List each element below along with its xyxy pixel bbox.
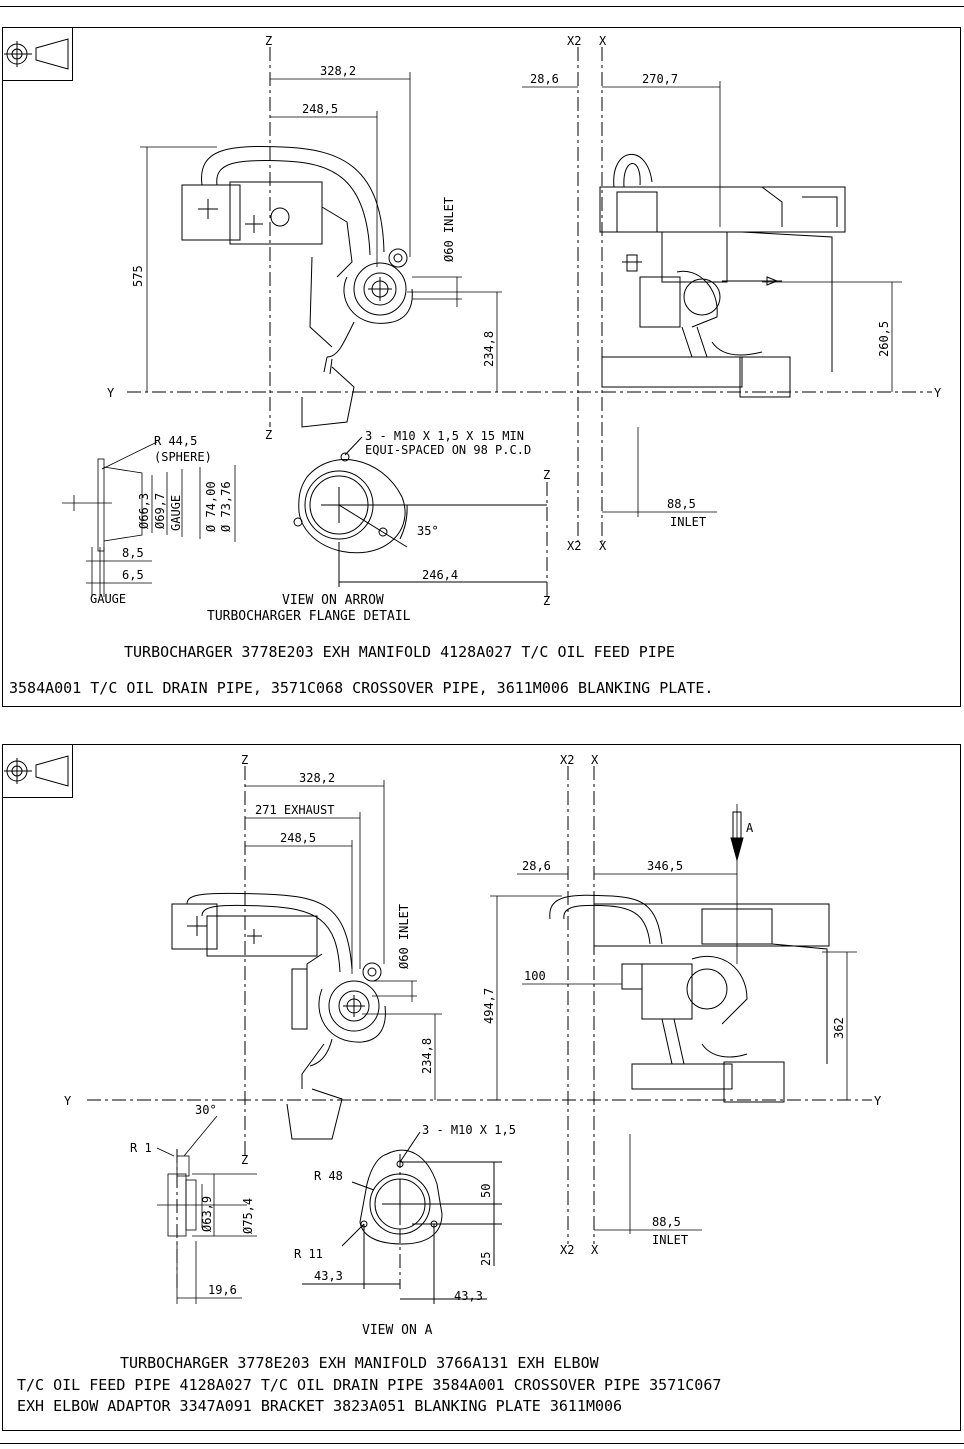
axis-x-bottom: X	[599, 539, 607, 553]
dim-69-7: Ø69,7	[153, 493, 167, 529]
drawing-1-svg: Z Z X2 X X2 X Y Y Z Z 328,2 248,5 28,6 2…	[2, 27, 961, 707]
dim-8-5: 8,5	[122, 546, 144, 560]
caption-line-2: 3584A001 T/C OIL DRAIN PIPE, 3571C068 CR…	[9, 679, 713, 697]
projection-symbol-icon-2	[2, 744, 73, 798]
caption-line-1: TURBOCHARGER 3778E203 EXH MANIFOLD 4128A…	[124, 643, 675, 661]
dim-43-3-left: 43,3	[314, 1269, 343, 1283]
elbow-flange-section	[156, 1115, 257, 1304]
dim-362: 362	[832, 1017, 846, 1039]
dim-63-9: Ø63,9	[200, 1196, 214, 1232]
axis-y-left: Y	[107, 386, 115, 400]
label-gauge: GAUGE	[90, 592, 126, 606]
axis-z-top: Z	[265, 34, 272, 48]
label-r-1: R 1	[130, 1141, 152, 1155]
dim-88-5: 88,5	[667, 497, 696, 511]
axis-x2-bottom-2: X2	[560, 1243, 574, 1257]
label-arrow-a: A	[746, 821, 754, 835]
drawing-2-svg: Z Z X2 X X2 X Y Y A 328,2 271 EXHAUST 24…	[2, 744, 961, 1431]
dim-328-2-b: 328,2	[299, 771, 335, 785]
axis-y-right-2: Y	[874, 1094, 882, 1108]
label-flange-detail: TURBOCHARGER FLANGE DETAIL	[207, 609, 411, 624]
axis-z-detail-bottom: Z	[543, 594, 550, 608]
top-rule	[0, 6, 964, 7]
dim-246-4: 246,4	[422, 568, 458, 582]
axis-x2-top: X2	[567, 34, 581, 48]
dim-60-inlet-b: Ø60 INLET	[397, 904, 411, 969]
turbo-side-view-2	[171, 892, 386, 1140]
dim-6-5: 6,5	[122, 568, 144, 582]
axis-x-bottom-2: X	[591, 1243, 599, 1257]
label-inlet-b: INLET	[652, 1233, 688, 1247]
label-angle-35: 35°	[417, 524, 439, 538]
dim-271-exhaust: 271 EXHAUST	[255, 803, 334, 817]
dim-346-5: 346,5	[647, 859, 683, 873]
dim-28-6: 28,6	[530, 72, 559, 86]
label-holes-1: 3 - M10 X 1,5 X 15 MIN	[365, 429, 524, 443]
axis-z-top-2: Z	[241, 753, 248, 767]
turbo-side-view	[181, 145, 413, 428]
flange-section-detail	[62, 441, 236, 597]
label-view-on-arrow: VIEW ON ARROW	[282, 593, 384, 608]
turbo-end-view	[599, 153, 846, 398]
view-on-a-detail	[302, 1131, 502, 1304]
dim-50: 50	[479, 1184, 493, 1198]
axis-x2-bottom: X2	[567, 539, 581, 553]
view-a-arrow-icon	[730, 811, 744, 862]
dim-75-4: Ø75,4	[241, 1198, 255, 1234]
axis-z-detail-top: Z	[543, 468, 550, 482]
caption2-line-1: TURBOCHARGER 3778E203 EXH MANIFOLD 3766A…	[120, 1354, 600, 1372]
label-view-on-a: VIEW ON A	[362, 1323, 433, 1338]
dim-248-5: 248,5	[302, 102, 338, 116]
label-holes-2: EQUI-SPACED ON 98 P.C.D	[365, 443, 531, 457]
label-gauge-vertical: GAUGE	[169, 495, 183, 531]
axis-x-top: X	[599, 34, 607, 48]
axis-x2-top-2: X2	[560, 753, 574, 767]
dim-270-7: 270,7	[642, 72, 678, 86]
axis-y-left-2: Y	[64, 1094, 72, 1108]
label-holes-m10: 3 - M10 X 1,5	[422, 1123, 516, 1137]
caption2-line-2: T/C OIL FEED PIPE 4128A027 T/C OIL DRAIN…	[17, 1376, 721, 1394]
dim-575: 575	[131, 265, 145, 287]
label-r-44-5: R 44,5	[154, 434, 197, 448]
caption2-line-3: EXH ELBOW ADAPTOR 3347A091 BRACKET 3823A…	[17, 1397, 622, 1415]
label-r-11: R 11	[294, 1247, 323, 1261]
dim-60-inlet: Ø60 INLET	[442, 197, 456, 262]
dim-260-5: 260,5	[877, 321, 891, 357]
axis-y-right: Y	[934, 386, 942, 400]
dim-19-6: 19,6	[208, 1283, 237, 1297]
dim-88-5-b: 88,5	[652, 1215, 681, 1229]
dim-494-7: 494,7	[482, 988, 496, 1024]
bottom-rule	[0, 1443, 964, 1444]
label-r-48: R 48	[314, 1169, 343, 1183]
drawing-panel-2: Z Z X2 X X2 X Y Y A 328,2 271 EXHAUST 24…	[2, 744, 961, 1431]
label-angle-30: 30°	[195, 1103, 217, 1117]
dim-234-8-b: 234,8	[420, 1038, 434, 1074]
dim-28-6-b: 28,6	[522, 859, 551, 873]
projection-symbol-icon	[2, 27, 73, 81]
flange-face-detail	[293, 436, 547, 587]
turbo-end-view-2	[549, 894, 830, 1103]
dim-100: 100	[524, 969, 546, 983]
dim-73-76: Ø 73,76	[219, 481, 233, 532]
label-sphere: (SPHERE)	[154, 450, 212, 464]
axis-z-bottom: Z	[265, 428, 272, 442]
dim-66-3: Ø66,3	[137, 493, 151, 529]
axis-x-top-2: X	[591, 753, 599, 767]
dim-25: 25	[479, 1252, 493, 1266]
dim-43-3-right: 43,3	[454, 1289, 483, 1303]
drawing-panel-1: Z Z X2 X X2 X Y Y Z Z 328,2 248,5 28,6 2…	[2, 27, 961, 707]
dim-234-8: 234,8	[482, 331, 496, 367]
dim-74-00: Ø 74,00	[204, 481, 218, 532]
label-inlet: INLET	[670, 515, 706, 529]
dim-248-5-b: 248,5	[280, 831, 316, 845]
axis-z-bottom-2: Z	[241, 1153, 248, 1167]
dim-328-2: 328,2	[320, 64, 356, 78]
